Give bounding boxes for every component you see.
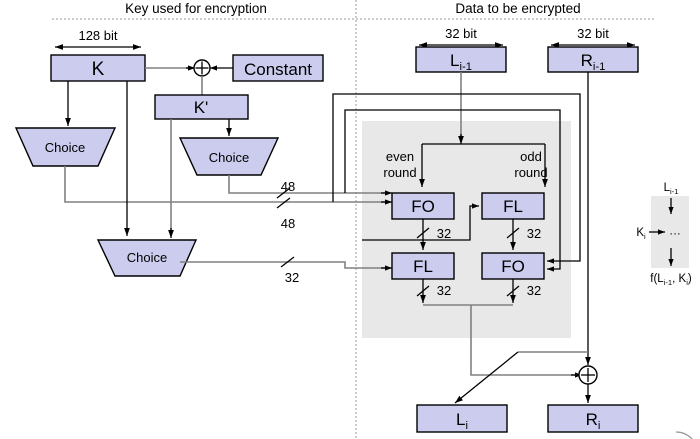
wire-label-48-a-text: 48 (281, 179, 295, 194)
svg-text:Ri: Ri (586, 410, 601, 432)
choice-box-2: Choice (178, 137, 280, 176)
l-output-sub: i (465, 420, 468, 432)
svg-text:f(Li-1, Ki): f(Li-1, Ki) (650, 273, 692, 287)
r-output-sub: i (598, 420, 601, 432)
legend: Li-1 Ki ··· f(Li-1, Ki) (636, 182, 692, 287)
legend-key-label: K (636, 227, 644, 239)
legend-output-f: f(L (650, 273, 664, 285)
choice-box-1-label: Choice (45, 140, 85, 155)
kprime-box: K' (154, 94, 249, 120)
k-box-label: K (92, 59, 105, 80)
choice-box-3-label: Choice (127, 250, 167, 265)
wire-label-32-b-text: 32 (527, 226, 541, 241)
fl-box-bottom-label: FL (413, 257, 433, 276)
dimension-32bit-right-label: 32 bit (577, 26, 609, 41)
wire-label-32-d: 32 (506, 283, 541, 298)
fo-box-bottom: FO (481, 252, 545, 280)
fo-box-top-label: FO (411, 197, 435, 216)
dimension-128bit: 128 bit (55, 28, 141, 50)
fl-box-bottom: FL (391, 252, 455, 280)
r-output-label: R (586, 410, 598, 429)
dimension-32bit-left-label: 32 bit (445, 26, 477, 41)
xor-gate-key (193, 59, 211, 77)
corner-arc (675, 431, 693, 439)
wire-label-48-a: 48 (276, 179, 295, 199)
header-left-label: Key used for encryption (125, 1, 267, 16)
legend-output-sub1: i-1 (664, 278, 672, 287)
r-input-box: Ri-1 (547, 46, 639, 73)
fo-box-top: FO (391, 192, 455, 220)
l-output-label: L (456, 410, 465, 429)
choice-box-1: Choice (14, 127, 117, 167)
wire-feedback-to-fl-top (362, 203, 479, 241)
wire-label-32-c: 32 (416, 283, 451, 298)
wire-choice3-to-fl (180, 261, 390, 269)
wire-label-32-a: 32 (416, 226, 451, 241)
legend-input-label: L (664, 182, 671, 194)
r-input-sub: i-1 (593, 61, 605, 73)
fo-box-bottom-label: FO (501, 257, 525, 276)
wire-label-48-b-text: 48 (281, 216, 295, 231)
l-input-label: L (450, 51, 459, 70)
header-right: Data to be encrypted (455, 1, 580, 16)
r-output-box: Ri (547, 404, 639, 433)
legend-output-end: ) (688, 273, 692, 285)
wire-choice2-to-fo (228, 175, 390, 194)
wire-label-32-a-text: 32 (437, 226, 451, 241)
r-input-label: R (581, 51, 593, 70)
svg-text:Li-1: Li-1 (664, 182, 679, 196)
wire-merge-to-xor (470, 305, 580, 376)
svg-text:round: round (383, 165, 416, 180)
dimension-128bit-label: 128 bit (78, 28, 117, 43)
legend-output-mid: , K (672, 273, 686, 285)
legend-key-sub: i (644, 232, 646, 241)
svg-text:Li: Li (456, 410, 468, 432)
legend-input-sub: i-1 (670, 187, 678, 196)
round-function-region (362, 121, 571, 338)
header-left: Key used for encryption (125, 1, 267, 16)
svg-text:even: even (386, 149, 414, 164)
wire-key-route-lower-to-fo-bottom (344, 109, 561, 272)
kprime-box-label: K' (194, 98, 209, 117)
svg-text:Li-1: Li-1 (450, 51, 472, 73)
wire-choice1-to-fo (64, 166, 390, 203)
svg-text:Ki: Ki (636, 227, 646, 241)
wire-label-32-b: 32 (506, 226, 541, 241)
k-box: K (50, 54, 146, 82)
svg-text:Ri-1: Ri-1 (581, 51, 606, 73)
dimension-32bit-left: 32 bit (419, 26, 503, 48)
wire-label-32-c-text: 32 (437, 283, 451, 298)
wire-r-branch-diagonal-to-l-out (454, 351, 519, 404)
choice-box-2-label: Choice (209, 150, 249, 165)
fl-box-top: FL (481, 192, 545, 220)
xor-gate-data (578, 365, 598, 385)
header-right-label: Data to be encrypted (455, 1, 580, 16)
wire-label-32-d-text: 32 (527, 283, 541, 298)
wire-key-route-upper-to-fo-bottom (332, 93, 581, 264)
svg-text:odd: odd (520, 149, 542, 164)
l-output-box: Li (416, 404, 508, 433)
wire-label-32-key: 32 (280, 256, 299, 285)
l-input-box: Li-1 (415, 46, 507, 73)
even-round-label: even round (383, 149, 416, 180)
svg-text:round: round (514, 165, 547, 180)
wire-label-48-b: 48 (276, 197, 295, 231)
fl-box-top-label: FL (503, 197, 523, 216)
legend-output-sub2: i (686, 278, 688, 287)
odd-round-label: odd round (514, 149, 547, 180)
dimension-32bit-right: 32 bit (551, 26, 635, 48)
l-input-sub: i-1 (460, 61, 472, 73)
legend-ellipsis: ··· (669, 228, 681, 240)
constant-box-label: Constant (244, 60, 312, 79)
wire-label-32-key-text: 32 (285, 270, 299, 285)
choice-box-3: Choice (96, 239, 198, 277)
constant-box: Constant (232, 54, 324, 82)
